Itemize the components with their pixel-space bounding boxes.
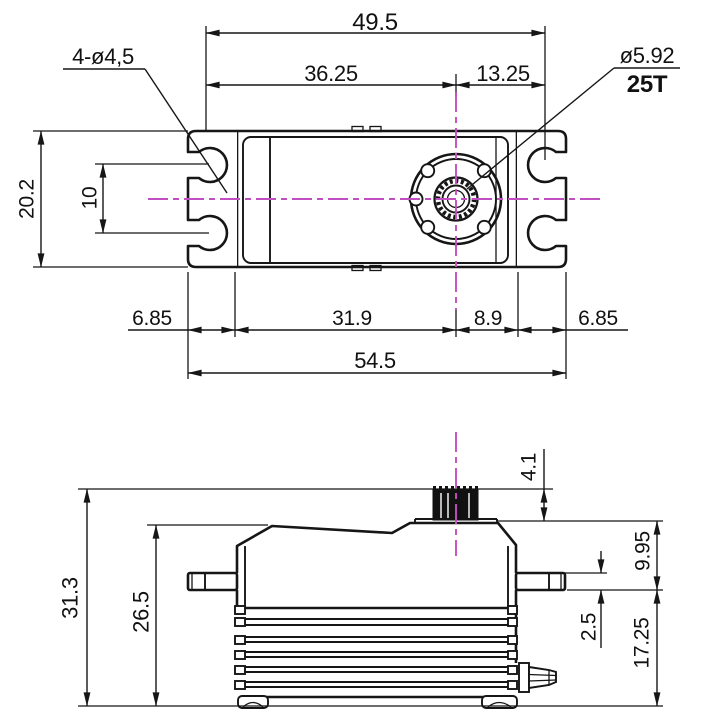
dim-left-to-shaft: 31.9	[332, 307, 372, 330]
dim-right-tab: 6.85	[578, 307, 618, 330]
flange-screw-ne	[476, 163, 492, 179]
label-spline-teeth: 25T	[627, 71, 668, 98]
dim-left-tab: 6.85	[132, 307, 172, 330]
heatsink-fins	[234, 605, 518, 699]
dim-top-to-tab: 9.95	[632, 531, 655, 571]
centerlines	[148, 92, 601, 556]
dim-body-height: 20.2	[16, 179, 39, 219]
dim-shaft-to-right: 8.9	[474, 307, 502, 330]
case-top-shell	[235, 521, 518, 573]
dim-tab-thickness: 2.5	[578, 613, 601, 641]
flange-screw-nw	[420, 163, 436, 179]
dim-case-height: 26.5	[129, 591, 154, 633]
left-tab-side	[186, 571, 239, 592]
dim-overall-width: 54.5	[354, 348, 396, 373]
dim-center-to-right-holes: 13.25	[476, 61, 530, 86]
flange-screw-se	[476, 219, 492, 235]
servo-lid-top	[242, 136, 509, 264]
side-view	[186, 486, 567, 709]
case-edge-marks	[351, 125, 382, 272]
dim-spline-height: 4.1	[518, 453, 541, 481]
dim-overall-height: 31.3	[58, 577, 83, 619]
dim-hole-span: 49.5	[352, 9, 398, 36]
right-tab-side	[514, 571, 567, 592]
label-spline-diameter: ø5.92	[620, 43, 675, 68]
dimension-lines	[37, 29, 680, 707]
label-mount-holes: 4-ø4,5	[72, 44, 134, 69]
dim-tab-to-bottom: 17.25	[631, 617, 654, 668]
flange-screw-sw	[420, 219, 436, 235]
dim-hole-pitch: 10	[79, 187, 102, 210]
wire-connector	[518, 662, 557, 693]
extension-lines	[33, 26, 663, 707]
dimension-labels: 49.5 36.25 13.25 4-ø4,5 ø5.92 25T 20.2 1…	[16, 9, 675, 669]
fin-teeth-right	[507, 605, 518, 690]
fin-teeth-left	[234, 605, 246, 690]
right-mount-tab	[517, 129, 568, 269]
dim-center-to-left-holes: 36.25	[304, 61, 358, 86]
